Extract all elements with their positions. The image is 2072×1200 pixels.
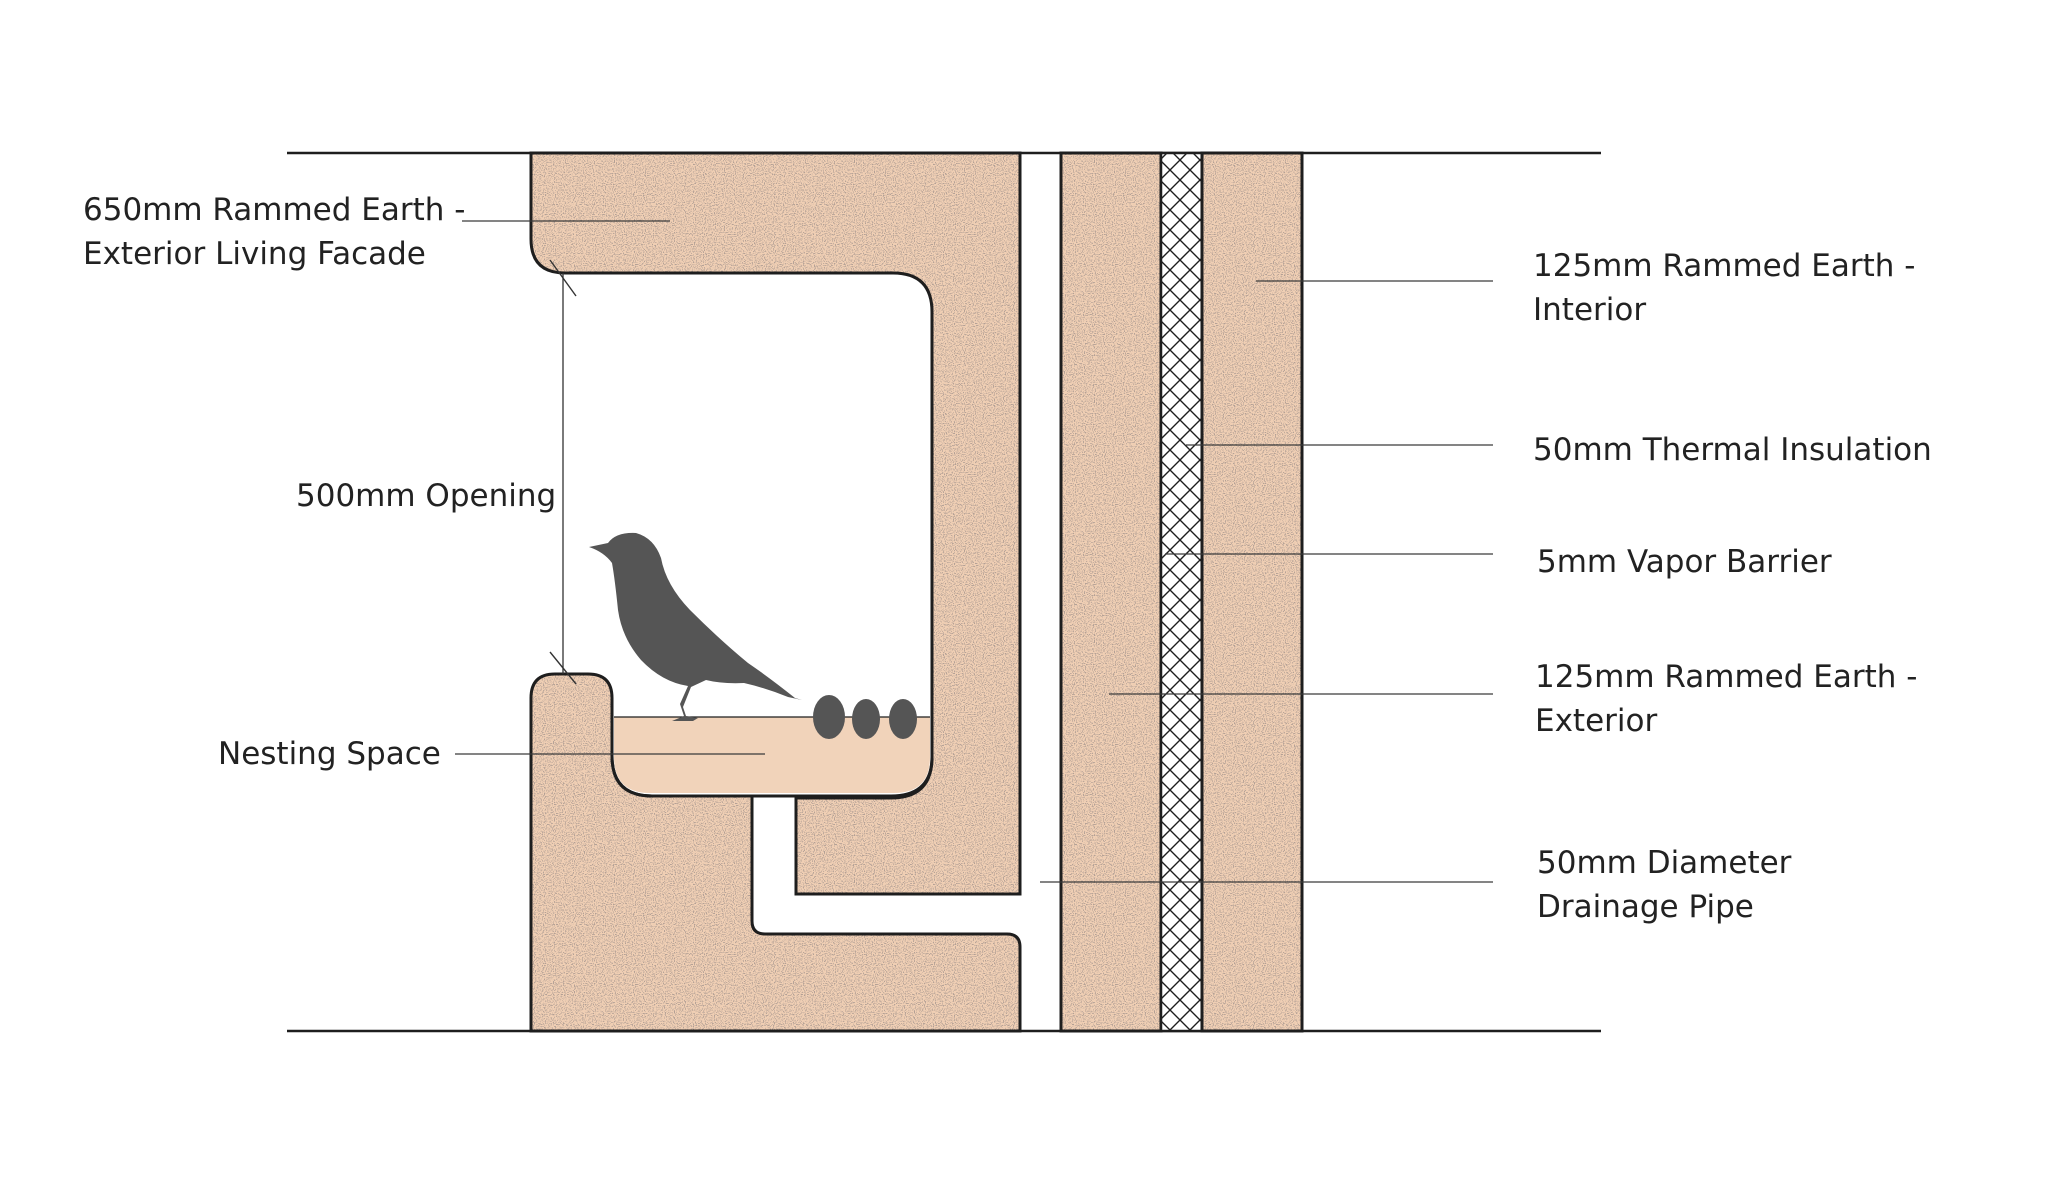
exterior-label: 125mm Rammed Earth - Exterior	[1535, 659, 1927, 739]
vapor-label: 5mm Vapor Barrier	[1537, 544, 1832, 580]
nesting-label: Nesting Space	[218, 736, 441, 772]
egg-icon	[889, 699, 917, 739]
egg-icon	[852, 699, 880, 739]
insulation-label: 50mm Thermal Insulation	[1533, 432, 1932, 468]
egg-icon	[813, 695, 845, 739]
nesting-space	[614, 717, 930, 793]
pipe-label: 50mm Diameter Drainage Pipe	[1537, 845, 1801, 925]
facade-upper-wall	[529, 151, 1022, 896]
facade-label: 650mm Rammed Earth - Exterior Living Fac…	[83, 192, 475, 272]
opening-dimension-line	[549, 259, 577, 685]
interior-label: 125mm Rammed Earth - Interior	[1533, 248, 1925, 328]
nest-outline	[610, 717, 934, 798]
bird-silhouette-icon	[589, 532, 802, 721]
thermal-insulation-layer	[1159, 151, 1204, 1033]
opening-label: 500mm Opening	[296, 478, 556, 514]
rammed-earth-interior-layer	[1200, 151, 1304, 1033]
eggs-group	[813, 695, 917, 739]
rammed-earth-exterior-layer	[1059, 151, 1163, 1033]
